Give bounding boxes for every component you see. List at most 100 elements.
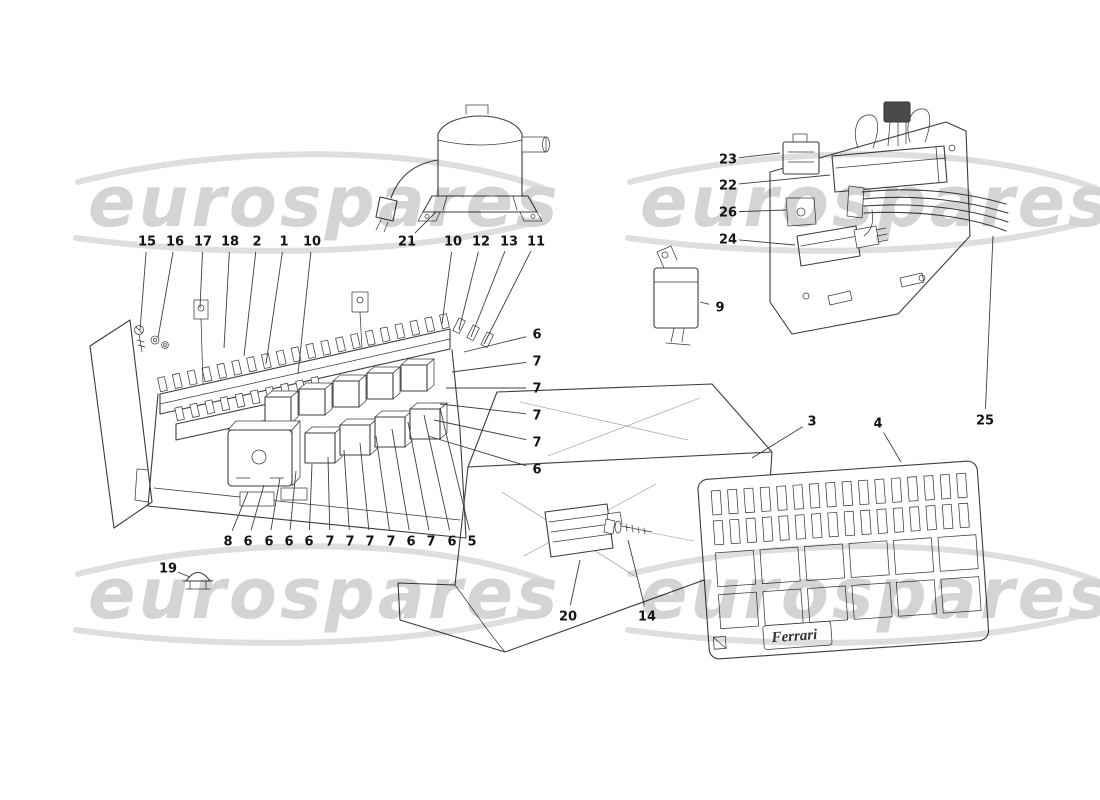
relay bbox=[339, 424, 371, 456]
connector-block bbox=[239, 491, 275, 507]
watermark: eurospares bbox=[628, 154, 1100, 251]
fuse-value-strip bbox=[941, 503, 954, 530]
callout-13: 13 bbox=[500, 235, 518, 250]
relay-23-tab bbox=[792, 133, 808, 143]
callout-18: 18 bbox=[221, 235, 239, 250]
leader-line-4 bbox=[883, 432, 902, 463]
callout-10: 10 bbox=[303, 235, 321, 250]
relay-layer bbox=[264, 358, 448, 464]
relay-8-top bbox=[227, 420, 301, 431]
callout-7: 7 bbox=[426, 535, 435, 550]
washer bbox=[161, 341, 169, 349]
fuse bbox=[275, 349, 287, 366]
fuse bbox=[174, 406, 185, 422]
fuse bbox=[394, 323, 406, 340]
fuse-box-assembly bbox=[89, 291, 494, 539]
leader-line-11 bbox=[483, 250, 532, 345]
leader-line-6 bbox=[463, 336, 527, 353]
callout-4: 4 bbox=[873, 417, 882, 432]
harness-connector bbox=[883, 101, 911, 123]
fuse-value-strip bbox=[874, 478, 886, 504]
clamp-strap bbox=[907, 108, 931, 143]
fuse-value-strip bbox=[925, 505, 937, 531]
callout-6: 6 bbox=[284, 535, 293, 550]
callout-6: 6 bbox=[406, 535, 415, 550]
callout-7: 7 bbox=[532, 436, 541, 451]
fuse-value-strip bbox=[858, 479, 870, 506]
leader-line-15 bbox=[139, 251, 147, 331]
base-gussets bbox=[442, 195, 518, 211]
relay-side bbox=[324, 382, 333, 416]
callout-3: 3 bbox=[807, 415, 816, 430]
module-label-lines bbox=[548, 513, 613, 543]
leader-line-13 bbox=[470, 251, 506, 338]
fuse-value-strip bbox=[958, 502, 970, 529]
plate-hole bbox=[918, 274, 926, 282]
watermark: eurospares bbox=[628, 546, 1100, 643]
watermark: eurospares bbox=[76, 154, 558, 251]
fuse bbox=[186, 369, 198, 386]
cover-front-edge bbox=[467, 451, 773, 468]
fuse bbox=[290, 346, 302, 363]
fuse bbox=[189, 402, 200, 418]
leader-line-5 bbox=[439, 407, 470, 531]
wire-plug bbox=[375, 196, 398, 222]
fuse bbox=[439, 313, 450, 330]
relay bbox=[409, 408, 441, 440]
fuse bbox=[171, 372, 183, 389]
leader-line-7 bbox=[439, 403, 527, 415]
fuse bbox=[201, 366, 213, 383]
relay-24-detail bbox=[800, 235, 859, 247]
module-20 bbox=[544, 503, 623, 558]
watermark-text: eurospares bbox=[640, 553, 1100, 635]
relay bbox=[298, 388, 326, 416]
relay-side bbox=[290, 390, 299, 424]
watermark-text: eurospares bbox=[640, 161, 1100, 243]
fuse bbox=[246, 356, 257, 373]
leader-line-3 bbox=[751, 426, 803, 459]
callout-1: 1 bbox=[279, 235, 288, 250]
leader-line-19 bbox=[178, 571, 191, 578]
fuse-value-strip bbox=[890, 477, 903, 503]
terminal-end bbox=[542, 136, 550, 153]
leader-line-22 bbox=[738, 174, 831, 185]
leader-line-6 bbox=[427, 435, 527, 467]
mounting-clip bbox=[351, 291, 369, 349]
fuse-value-strip bbox=[892, 507, 905, 533]
callout-6: 6 bbox=[243, 535, 252, 550]
plate-slot bbox=[827, 290, 853, 306]
clip-hole bbox=[197, 304, 205, 312]
fuse bbox=[250, 389, 261, 405]
fuse bbox=[157, 376, 168, 393]
fuse bbox=[379, 326, 391, 343]
fuse-slot bbox=[895, 579, 938, 617]
relay-23-detail bbox=[787, 151, 815, 163]
fuse-slot bbox=[893, 537, 935, 575]
leader-line-7 bbox=[359, 442, 370, 531]
washer bbox=[150, 335, 160, 345]
callout-26: 26 bbox=[719, 206, 737, 221]
leader-line-25 bbox=[985, 235, 994, 410]
watermark-text: eurospares bbox=[88, 553, 561, 635]
regulator-seam bbox=[437, 139, 523, 146]
fuse-value-strip bbox=[808, 483, 821, 509]
relay-24-connector bbox=[853, 225, 880, 249]
leader-line-6 bbox=[270, 477, 281, 531]
fuse-rail-rear-line bbox=[159, 338, 451, 405]
callout-20: 20 bbox=[559, 610, 577, 625]
fuse-value-strip bbox=[827, 511, 839, 538]
callout-7: 7 bbox=[532, 355, 541, 370]
connector-leads bbox=[887, 121, 907, 147]
relay bbox=[366, 372, 394, 400]
bracket-plate bbox=[769, 121, 971, 335]
plate-hole bbox=[802, 292, 810, 300]
fuse bbox=[364, 329, 376, 346]
callout-6: 6 bbox=[532, 463, 541, 478]
fuse-slot bbox=[718, 591, 760, 630]
relay-8-side bbox=[291, 420, 301, 487]
cover-flange-fold bbox=[454, 584, 506, 653]
fuse-value-strip bbox=[759, 486, 772, 512]
mounting-panel-2 bbox=[89, 319, 153, 529]
callout-22: 22 bbox=[719, 179, 737, 194]
mounting-clip bbox=[193, 299, 209, 385]
